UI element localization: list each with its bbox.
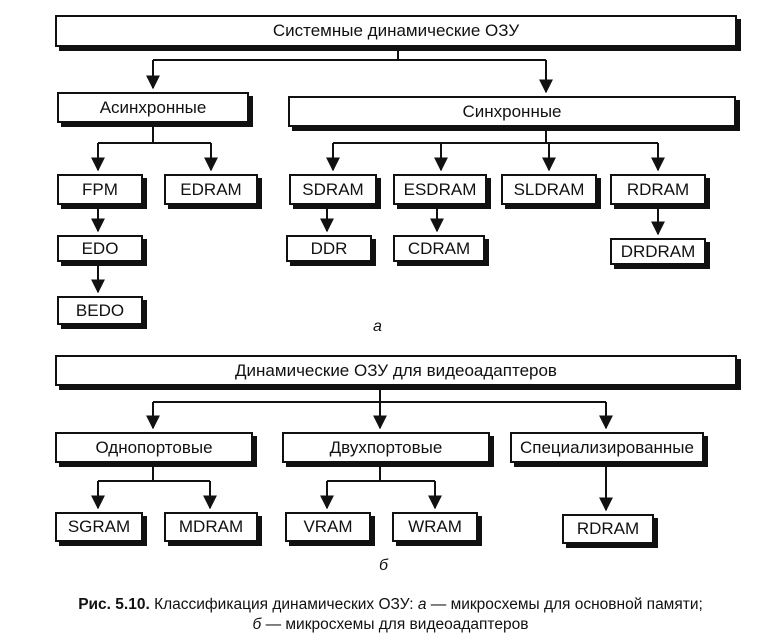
group-specialized: Специализированные	[510, 432, 704, 463]
node-bedo: BEDO	[57, 296, 143, 325]
node-fpm: FPM	[57, 174, 143, 205]
node-edo: EDO	[57, 235, 143, 262]
node-ddr: DDR	[286, 235, 372, 262]
group-dual-port: Двухпортовые	[282, 432, 490, 463]
caption-text-1: Классификация динамических ОЗУ:	[149, 596, 418, 613]
node-esdram: ESDRAM	[393, 174, 487, 205]
node-sdram: SDRAM	[289, 174, 377, 205]
node-rdram-a: RDRAM	[610, 174, 706, 205]
caption-letter-a: а	[417, 596, 427, 613]
caption-rest-2: — микросхемы для видеоадаптеров	[261, 616, 529, 633]
caption-line-1: Рис. 5.10. Классификация динамических ОЗ…	[0, 595, 781, 615]
node-edram: EDRAM	[164, 174, 258, 205]
node-drdram: DRDRAM	[610, 238, 706, 265]
node-sldram: SLDRAM	[501, 174, 597, 205]
node-sgram: SGRAM	[55, 512, 143, 542]
label-a: а	[373, 318, 382, 335]
node-rdram-b: RDRAM	[562, 514, 654, 544]
caption-line-2: б — микросхемы для видеоадаптеров	[0, 615, 781, 635]
node-cdram: CDRAM	[393, 235, 485, 262]
caption-letter-b: б	[252, 616, 262, 633]
group-single-port: Однопортовые	[55, 432, 253, 463]
root-system-dram: Системные динамические ОЗУ	[55, 15, 737, 47]
label-b: б	[379, 557, 388, 574]
figure-caption: Рис. 5.10. Классификация динамических ОЗ…	[0, 595, 781, 635]
group-sync: Синхронные	[288, 96, 736, 127]
node-wram: WRAM	[392, 512, 478, 542]
node-mdram: MDRAM	[164, 512, 258, 542]
caption-rest-1: — микросхемы для основной памяти;	[426, 596, 703, 613]
caption-prefix: Рис. 5.10.	[78, 596, 150, 613]
node-vram: VRAM	[285, 512, 371, 542]
group-async: Асинхронные	[57, 92, 249, 123]
root-video-dram: Динамические ОЗУ для видеоадаптеров	[55, 355, 737, 386]
